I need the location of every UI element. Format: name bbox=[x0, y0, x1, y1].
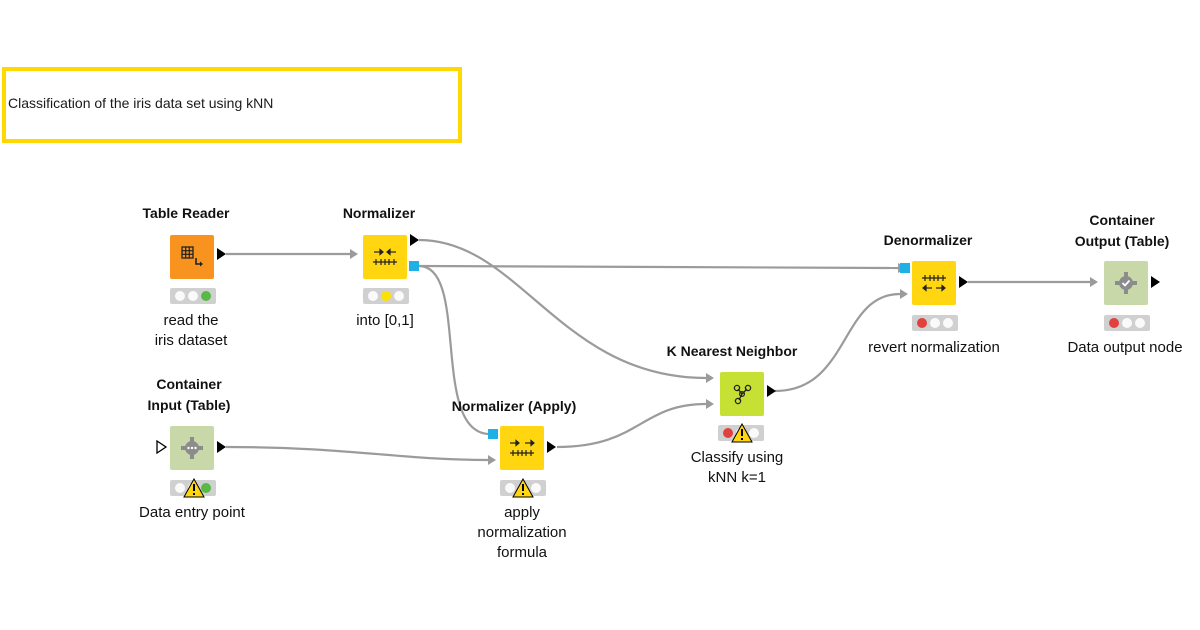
label-line: normalization bbox=[477, 524, 567, 541]
label-line: apply bbox=[504, 504, 540, 521]
node-label-normalizer-apply: apply normalization formula bbox=[437, 503, 607, 563]
output-port-model[interactable] bbox=[410, 234, 419, 246]
status-light-green bbox=[201, 483, 211, 493]
status-light-green bbox=[201, 291, 211, 301]
arrowhead bbox=[706, 399, 714, 409]
node-container-output[interactable] bbox=[1104, 261, 1148, 305]
node-normalizer[interactable] bbox=[363, 235, 407, 279]
node-label-container-output: Data output node bbox=[1067, 339, 1183, 356]
denormalizer-icon bbox=[922, 275, 946, 292]
connection-input-apply bbox=[225, 445, 489, 462]
gear-check-icon bbox=[1115, 272, 1137, 294]
status-light bbox=[188, 291, 198, 301]
node-title-container-output: Container Output (Table) bbox=[1037, 210, 1200, 252]
title-line: Container bbox=[156, 376, 222, 392]
warning-icon[interactable] bbox=[183, 478, 205, 498]
warning-icon[interactable] bbox=[512, 478, 534, 498]
title-line: Input (Table) bbox=[147, 397, 231, 413]
workflow-annotation[interactable]: Classification of the iris data set usin… bbox=[2, 67, 462, 143]
status-indicator bbox=[1104, 315, 1150, 331]
annotation-text: Classification of the iris data set usin… bbox=[8, 95, 274, 111]
knn-icon bbox=[733, 384, 752, 405]
node-label-container-input: Data entry point bbox=[139, 504, 245, 521]
status-light bbox=[531, 483, 541, 493]
node-label-denormalizer: revert normalization bbox=[868, 339, 1000, 356]
node-label-knn: Classify using kNN k=1 bbox=[652, 448, 822, 488]
arrowhead bbox=[900, 289, 908, 299]
title-line: Output (Table) bbox=[1074, 233, 1170, 249]
connection-knn-denormalizer bbox=[774, 292, 901, 393]
connection-normalizer-knn bbox=[418, 238, 707, 380]
status-light bbox=[368, 291, 378, 301]
node-container-input[interactable] bbox=[170, 426, 214, 470]
status-indicator bbox=[912, 315, 958, 331]
node-title-table-reader: Table Reader bbox=[142, 205, 230, 221]
label-line: read the bbox=[163, 312, 219, 329]
status-indicator bbox=[170, 288, 216, 304]
arrowhead bbox=[350, 249, 358, 259]
label-line: Classify using bbox=[690, 449, 784, 466]
status-light bbox=[930, 318, 940, 328]
arrowhead bbox=[488, 455, 496, 465]
arrowhead bbox=[1090, 277, 1098, 287]
status-light bbox=[394, 291, 404, 301]
node-title-normalizer: Normalizer bbox=[342, 205, 416, 221]
status-light bbox=[505, 483, 515, 493]
status-light-red bbox=[723, 428, 733, 438]
status-light bbox=[175, 483, 185, 493]
normalizer-apply-icon bbox=[510, 439, 535, 456]
output-port[interactable] bbox=[217, 441, 226, 453]
output-port-normalizer-model[interactable] bbox=[409, 261, 419, 271]
normalizer-icon bbox=[373, 248, 397, 265]
output-port[interactable] bbox=[1151, 276, 1160, 288]
node-knn[interactable] bbox=[720, 372, 764, 416]
node-title-normalizer-apply: Normalizer (Apply) bbox=[451, 398, 577, 414]
warning-icon[interactable] bbox=[731, 423, 753, 443]
label-line: formula bbox=[496, 544, 548, 561]
label-line: kNN k=1 bbox=[708, 469, 766, 486]
status-light bbox=[749, 428, 759, 438]
output-port[interactable] bbox=[767, 385, 776, 397]
status-light-red bbox=[1109, 318, 1119, 328]
connection-apply-knn bbox=[556, 402, 707, 449]
status-light bbox=[943, 318, 953, 328]
node-label-table-reader: read the iris dataset bbox=[106, 311, 276, 351]
output-port[interactable] bbox=[959, 276, 968, 288]
output-port[interactable] bbox=[217, 248, 226, 260]
node-table-reader[interactable] bbox=[170, 235, 214, 279]
status-light-yellow bbox=[381, 291, 391, 301]
output-port[interactable] bbox=[547, 441, 556, 453]
node-title-denormalizer: Denormalizer bbox=[883, 232, 973, 248]
input-port-normalizer-model[interactable] bbox=[488, 429, 498, 439]
node-title-knn: K Nearest Neighbor bbox=[666, 343, 798, 359]
connection-normalizer-denormalizer bbox=[418, 264, 899, 270]
arrowhead bbox=[706, 373, 714, 383]
title-line: Container bbox=[1089, 212, 1155, 228]
gear-icon bbox=[181, 437, 203, 459]
label-line: iris dataset bbox=[154, 332, 228, 349]
connection-normalizer-apply bbox=[418, 264, 491, 436]
status-light bbox=[1122, 318, 1132, 328]
table-reader-icon bbox=[181, 246, 203, 267]
input-port-normalizer-model[interactable] bbox=[900, 263, 910, 273]
node-normalizer-apply[interactable] bbox=[500, 426, 544, 470]
node-label-normalizer: into [0,1] bbox=[356, 312, 414, 329]
status-light-red bbox=[917, 318, 927, 328]
status-indicator bbox=[363, 288, 409, 304]
status-light bbox=[1135, 318, 1145, 328]
node-title-container-input: Container Input (Table) bbox=[104, 374, 274, 416]
input-port-hollow[interactable] bbox=[156, 440, 168, 454]
node-denormalizer[interactable] bbox=[912, 261, 956, 305]
status-light bbox=[175, 291, 185, 301]
